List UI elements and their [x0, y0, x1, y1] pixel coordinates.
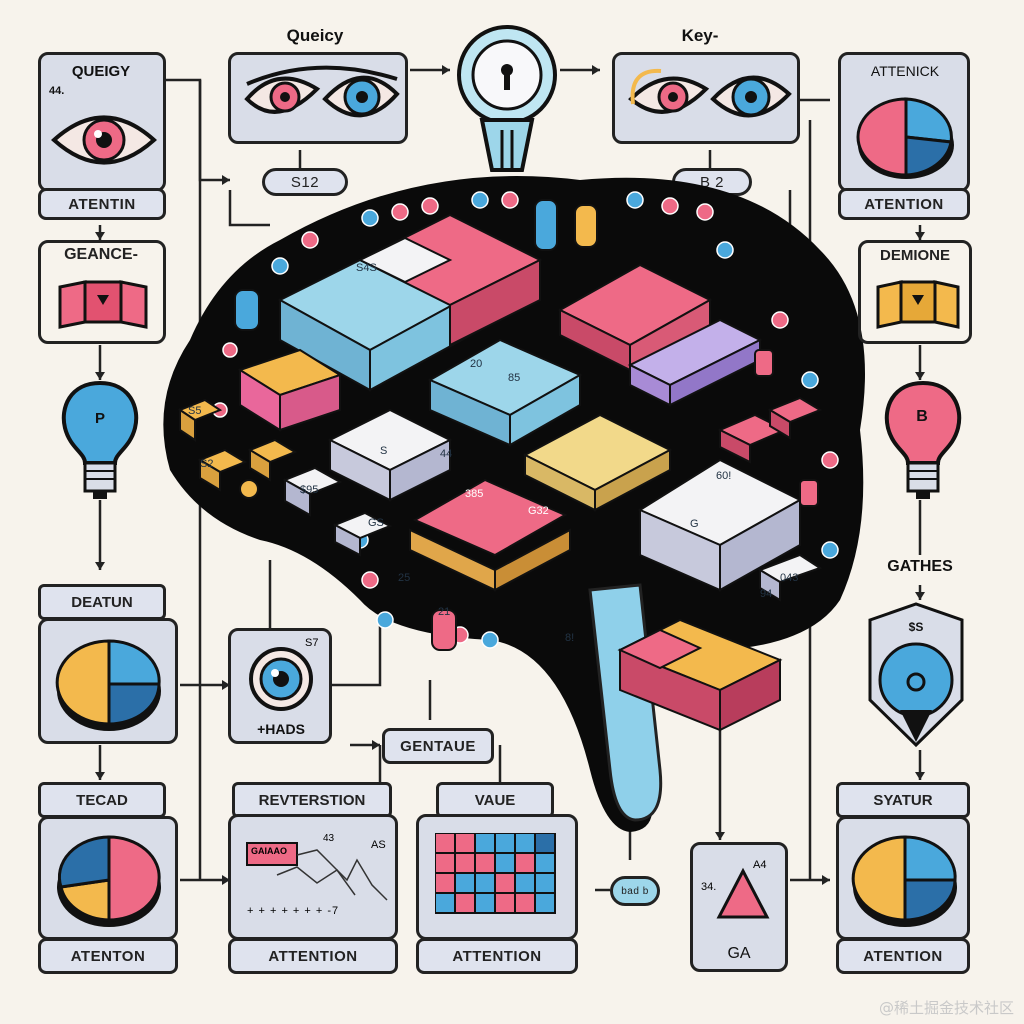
pie-chart-icon [55, 639, 161, 731]
brain-number-label: G [690, 518, 699, 530]
attention-tag-bottom-1: ATENTON [38, 938, 178, 974]
eye-icon [51, 115, 157, 165]
lock-icon [457, 25, 557, 172]
geance-label: GEANCE- [64, 246, 138, 263]
revterstion-panel: GAIAAO 43 AS + + + + + + + -7 [228, 814, 398, 940]
watermark: @稀土掘金技术社区 [878, 999, 1014, 1017]
geance-panel [38, 240, 166, 344]
brain-number-label: GS [368, 517, 384, 529]
attention-tag-bottom-3: ATTENTION [416, 938, 578, 974]
ga-label: GA [727, 945, 751, 962]
gathes-label: GATHES [887, 558, 953, 575]
heads-label: +HADS [257, 721, 305, 737]
syatur-header: SYATUR [836, 782, 970, 818]
connector-pill: bad b [610, 876, 660, 906]
demione-label: DEMIONE [879, 246, 950, 264]
tecad-header: TECAD [38, 782, 166, 818]
gentaue-tag: GENTAUE [382, 728, 494, 764]
tensor-stacks [177, 191, 839, 732]
ga-left-label: 34. [701, 881, 717, 893]
line-plot-icon [246, 842, 388, 901]
rev-inner-label: GAIAAO [251, 846, 287, 856]
triangle-icon [716, 867, 770, 919]
brain-number-label: S2 [200, 458, 214, 470]
gathes-small-label: $S [908, 620, 924, 634]
rev-as-label: AS [371, 839, 386, 851]
demione-panel [858, 240, 972, 344]
heads-corner-label: S7 [305, 637, 319, 649]
brain-number-label: 25 [398, 572, 411, 584]
key-eyes-panel [612, 52, 800, 144]
deatun-header: DEATUN [38, 584, 166, 620]
attention-tag-bottom-2: ATTENTION [228, 938, 398, 974]
syatur-pie-panel [836, 816, 970, 940]
brain-number-label: 94 [760, 588, 773, 600]
deatun-pie-panel [38, 618, 178, 744]
brain-number-label: G32 [528, 505, 549, 517]
query-eyes-panel [228, 52, 408, 144]
s12-pill: S12 [262, 168, 348, 196]
eye-icon [249, 647, 313, 711]
ga-panel: 34. A4 GA [690, 842, 788, 972]
brain-number-label: 60! [716, 470, 732, 482]
lightbulb-icon [61, 380, 139, 499]
query-panel-small: 44. [49, 85, 65, 97]
brain-number-label: $95 [300, 484, 319, 496]
query-label: Queicy [286, 26, 344, 45]
pie-chart-icon [851, 835, 957, 927]
value-panel [416, 814, 578, 940]
brain-number-label: 20 [470, 358, 483, 370]
value-grid-icon [435, 833, 556, 914]
eyes-icon [244, 65, 400, 118]
location-pin-icon [868, 602, 964, 748]
pie-chart-icon [57, 835, 161, 927]
brain-number-label: S5 [188, 405, 202, 417]
tecad-pie-panel [38, 816, 178, 940]
eyes-icon [628, 68, 792, 118]
tensor-block-icon [876, 280, 960, 329]
brain-number-label: 21 [438, 606, 451, 618]
attention-pie-panel: ATTENICK [838, 52, 970, 192]
attention-tag-top-right: ATENTION [838, 188, 970, 220]
lightbulb-left-label: P [94, 410, 105, 427]
query-eye-panel: QUEIGY 44. [38, 52, 166, 192]
key-label: Key- [681, 26, 719, 45]
brain-number-label: 44 [440, 448, 453, 460]
lightbulb-right-label: B [916, 408, 928, 425]
brain-number-label: 043 [780, 572, 799, 584]
brain-number-label: 85 [508, 372, 521, 384]
brain-number-label: 8! [565, 632, 575, 644]
heads-panel: S7 +HADS [228, 628, 332, 744]
lightbulb-icon [884, 380, 962, 499]
tensor-block-icon [58, 280, 148, 329]
value-header: VAUE [436, 782, 554, 818]
attention-tag-bottom-4: ATENTION [836, 938, 970, 974]
brain-number-label: S [380, 445, 388, 457]
brain-number-label: S4S [356, 262, 377, 274]
attention-panel-title: ATTENICK [870, 63, 940, 79]
rev-43-label: 43 [323, 833, 335, 844]
ga-right-label: A4 [753, 859, 767, 871]
query-panel-title: QUEIGY [71, 63, 131, 80]
rev-axis-label: + + + + + + + -7 [247, 905, 340, 917]
query-attention-tag: ATENTIN [38, 188, 166, 220]
revterstion-header: REVTERSTION [232, 782, 392, 818]
pie-chart-icon [856, 97, 954, 179]
brain-number-label: 385 [465, 488, 484, 500]
